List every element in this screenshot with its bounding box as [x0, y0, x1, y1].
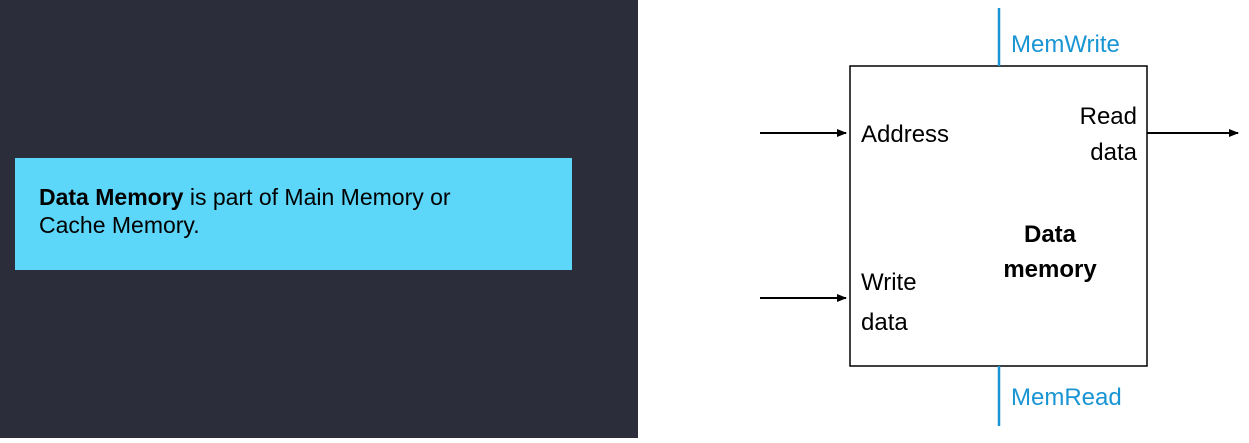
- data-memory-block: [849, 65, 1148, 367]
- write-data-port-label-line1: Write: [861, 269, 917, 296]
- block-title-line2: memory: [1003, 256, 1097, 283]
- data-memory-diagram: MemWrite MemRead Address Read data Write…: [760, 8, 1239, 426]
- address-port-label: Address: [861, 121, 949, 148]
- block-title-line1: Data: [1024, 221, 1077, 248]
- read-data-port-label-line1: Read: [1080, 103, 1137, 130]
- callout-bold-term: Data Memory: [39, 184, 184, 210]
- memwrite-label: MemWrite: [1011, 31, 1120, 58]
- read-data-port-label-line2: data: [1090, 139, 1137, 166]
- left-panel: Data Memory is part of Main Memory or Ca…: [0, 0, 638, 438]
- callout-box: Data Memory is part of Main Memory or Ca…: [15, 158, 572, 270]
- write-data-port-label-line2: data: [861, 309, 908, 336]
- memread-label: MemRead: [1011, 384, 1122, 411]
- callout-text-line1: is part of Main Memory or: [183, 184, 451, 210]
- right-panel: MemWrite MemRead Address Read data Write…: [638, 0, 1249, 438]
- callout-text-line2: Cache Memory.: [39, 212, 200, 238]
